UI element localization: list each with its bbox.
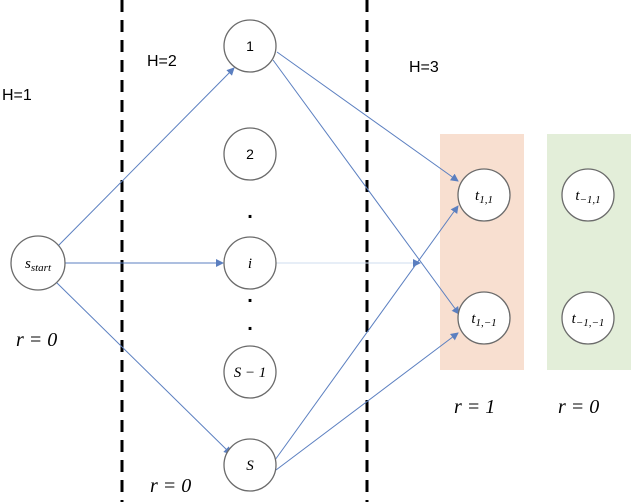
node-2-label: 2	[246, 146, 254, 162]
node-t-neg1-neg1-label: t−1,−1	[572, 311, 605, 329]
node-t-1-1	[457, 168, 511, 222]
edge-s-to-t1m1	[275, 332, 459, 471]
node-t-neg1-1	[561, 168, 615, 222]
node-i	[223, 236, 277, 290]
node-t-neg1-neg1	[561, 291, 615, 345]
node-2	[223, 127, 277, 181]
edge-1-to-t1m1	[272, 59, 460, 315]
node-1	[223, 19, 277, 73]
reward-label-middle: r = 0	[150, 475, 191, 497]
node-s-label: S	[246, 458, 254, 474]
layer-label-h1: H=1	[2, 87, 32, 104]
ellipsis-dot-lower-1: .	[247, 285, 253, 307]
ellipsis-dot-lower-2: .	[247, 313, 253, 335]
ellipsis-dot-upper: .	[247, 201, 253, 223]
edge-1-to-t11	[276, 51, 459, 182]
reward-label-start: r = 0	[16, 329, 57, 351]
node-start-label: sstart	[25, 256, 52, 274]
layer-label-h3: H=3	[409, 59, 439, 76]
node-t-neg1-1-label: t−1,1	[575, 188, 600, 206]
node-s-minus-1-label: S − 1	[234, 365, 267, 381]
node-s-minus-1	[223, 345, 277, 399]
node-i-label: i	[248, 256, 252, 272]
edge-start-to-1	[55, 67, 235, 249]
reward-label-negative: r = 0	[558, 396, 599, 418]
reward-label-positive: r = 1	[454, 396, 495, 418]
node-t-1-neg1	[457, 291, 511, 345]
node-t-1-neg1-label: t1,−1	[471, 311, 496, 329]
edge-s-to-t11	[274, 205, 459, 461]
node-1-label: 1	[246, 38, 254, 54]
node-start	[10, 235, 66, 291]
node-s	[223, 438, 277, 492]
node-t-1-1-label: t1,1	[475, 188, 493, 206]
edge-start-to-s	[55, 281, 232, 455]
layer-label-h2: H=2	[147, 53, 177, 70]
